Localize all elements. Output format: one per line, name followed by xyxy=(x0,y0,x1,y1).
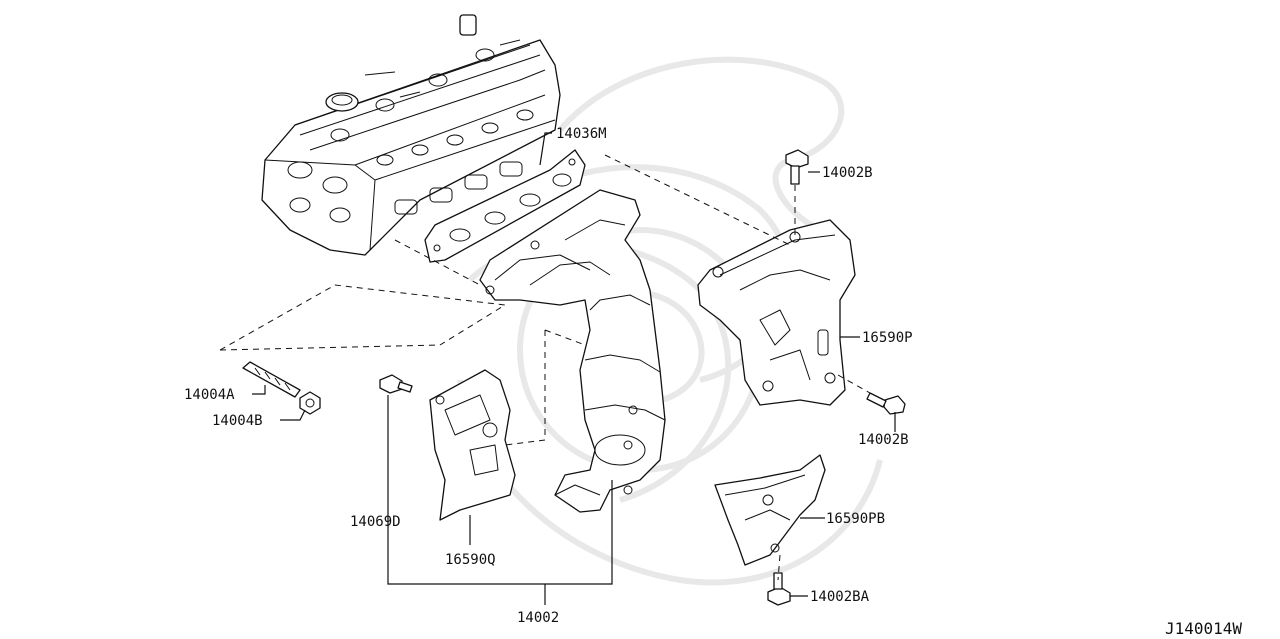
leader-lines xyxy=(252,132,896,605)
label-14004A[interactable]: 14004A xyxy=(184,387,235,403)
label-14036M[interactable]: 14036M xyxy=(556,126,607,142)
label-16590Q[interactable]: 16590Q xyxy=(445,552,496,568)
label-14004B[interactable]: 14004B xyxy=(212,413,263,429)
heat-insulator-upper xyxy=(697,219,856,406)
assembly-dashed-lines xyxy=(219,154,871,581)
label-14002B-top[interactable]: 14002B xyxy=(822,165,873,181)
bolt-14069D xyxy=(379,374,413,394)
bolt-14002B-lower xyxy=(866,392,906,415)
diagram-code: J140014W xyxy=(1165,619,1242,638)
stud-bolt xyxy=(242,361,301,398)
label-16590P[interactable]: 16590P xyxy=(862,330,913,346)
label-16590PB[interactable]: 16590PB xyxy=(826,511,885,527)
label-14069D[interactable]: 14069D xyxy=(350,514,401,530)
cylinder-head xyxy=(261,14,561,256)
heat-insulator-side xyxy=(429,369,516,521)
exhaust-manifold-catalyst xyxy=(479,189,666,513)
bolt-14002BA xyxy=(767,572,791,606)
label-14002[interactable]: 14002 xyxy=(517,610,559,626)
heat-insulator-lower xyxy=(714,454,826,566)
bolt-14002B-top xyxy=(785,149,809,185)
label-14002B-bottom[interactable]: 14002B xyxy=(858,432,909,448)
hex-nut xyxy=(299,391,321,415)
label-14002BA[interactable]: 14002BA xyxy=(810,589,870,605)
